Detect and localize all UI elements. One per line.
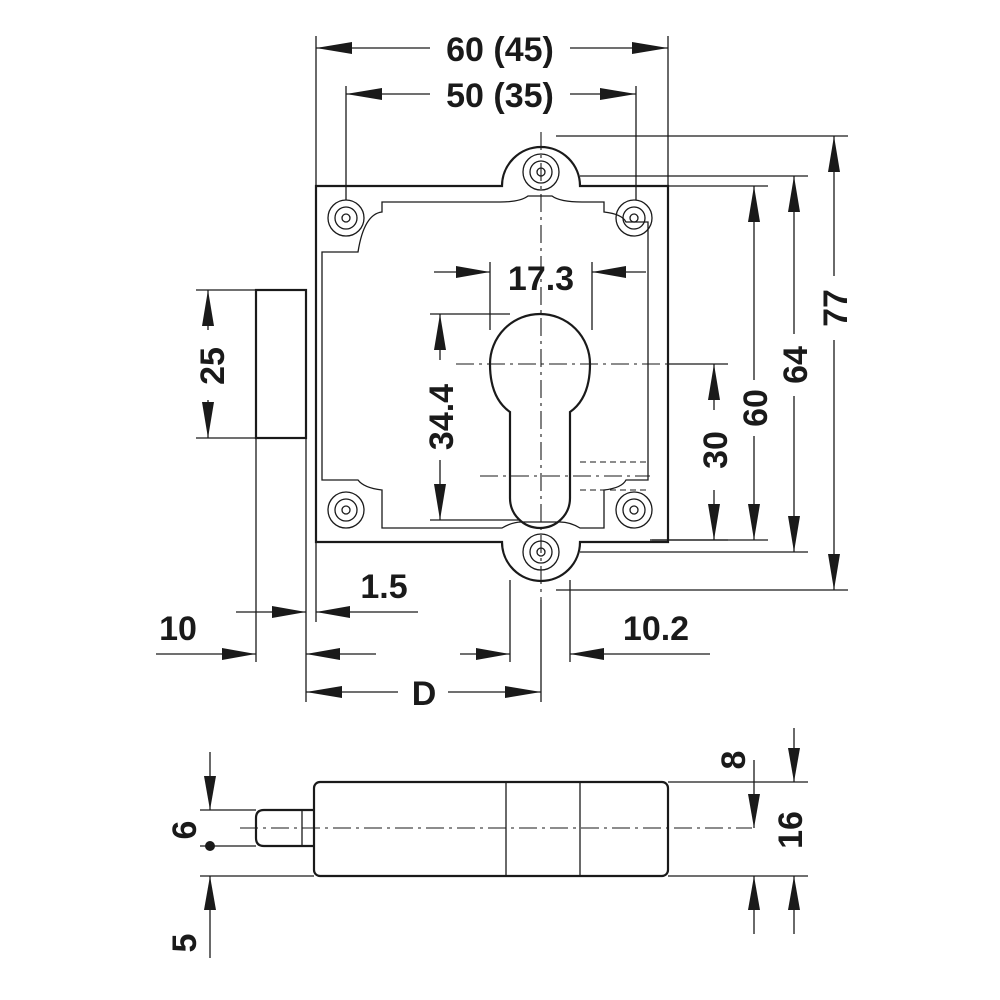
dim-flange: 1.5 (360, 568, 407, 606)
arrow (316, 606, 350, 618)
dim-slot-offset: 10.2 (623, 610, 689, 648)
arrow (748, 876, 760, 910)
arrow (306, 648, 340, 660)
dim-body-depth: 16 (772, 811, 810, 849)
arrow (748, 794, 760, 828)
arrow (788, 516, 800, 552)
lock-body-side (312, 780, 670, 878)
screw-hole-top-right (615, 199, 653, 237)
plate-inner-outline (321, 195, 649, 529)
dim-bolt-projection: 10 (159, 610, 197, 648)
arrow (204, 876, 216, 910)
arrow (828, 554, 840, 590)
arrow (272, 606, 306, 618)
dim-bolt-thickness: 6 (166, 821, 204, 840)
bolt-front (254, 288, 308, 440)
front-view: 60 (45) 50 (35) 17.3 34.4 25 30 (156, 31, 855, 713)
screw-hole-bottom-right (615, 491, 653, 529)
arrow (222, 648, 256, 660)
arrow (204, 776, 216, 810)
dim-backset: D (412, 675, 437, 713)
arrow (788, 748, 800, 782)
arrow (570, 648, 604, 660)
arrow (600, 88, 636, 100)
arrow (748, 186, 760, 222)
arrow (316, 42, 352, 54)
arrow (434, 314, 446, 350)
dim-center-offset: 8 (715, 751, 753, 770)
arrow (505, 686, 541, 698)
dim-bolt-offset: 5 (166, 934, 204, 953)
arrow (476, 648, 510, 660)
arrow (788, 176, 800, 212)
arrow (434, 484, 446, 520)
arrow (708, 364, 720, 400)
dim-keyhole-width: 17.3 (508, 260, 574, 298)
dim-body-height: 64 (777, 346, 815, 384)
side-view: 6 5 8 16 (166, 728, 810, 958)
dim-dot (205, 841, 215, 851)
lock-plate-outline (314, 145, 670, 583)
arrow (306, 686, 342, 698)
arrow (708, 504, 720, 540)
dim-keyhole-height: 34.4 (423, 384, 461, 450)
screw-hole-top-left (327, 199, 365, 237)
arrow (202, 290, 214, 326)
dim-hole-spacing-height: 60 (737, 389, 775, 427)
screw-hole-bottom-left (327, 491, 365, 529)
dim-keyhole-offset: 30 (697, 431, 735, 469)
arrow (632, 42, 668, 54)
arrow (202, 402, 214, 438)
keyhole (488, 312, 592, 530)
arrow (788, 876, 800, 910)
arrow (748, 504, 760, 540)
arrow (828, 136, 840, 172)
dim-overall-width: 60 (45) (446, 31, 554, 69)
dim-bolt-height: 25 (194, 347, 232, 385)
dim-overall-height: 77 (817, 289, 855, 327)
dim-hole-spacing-width: 50 (35) (446, 77, 554, 115)
arrow (456, 266, 490, 278)
arrow (592, 266, 626, 278)
arrow (346, 88, 382, 100)
